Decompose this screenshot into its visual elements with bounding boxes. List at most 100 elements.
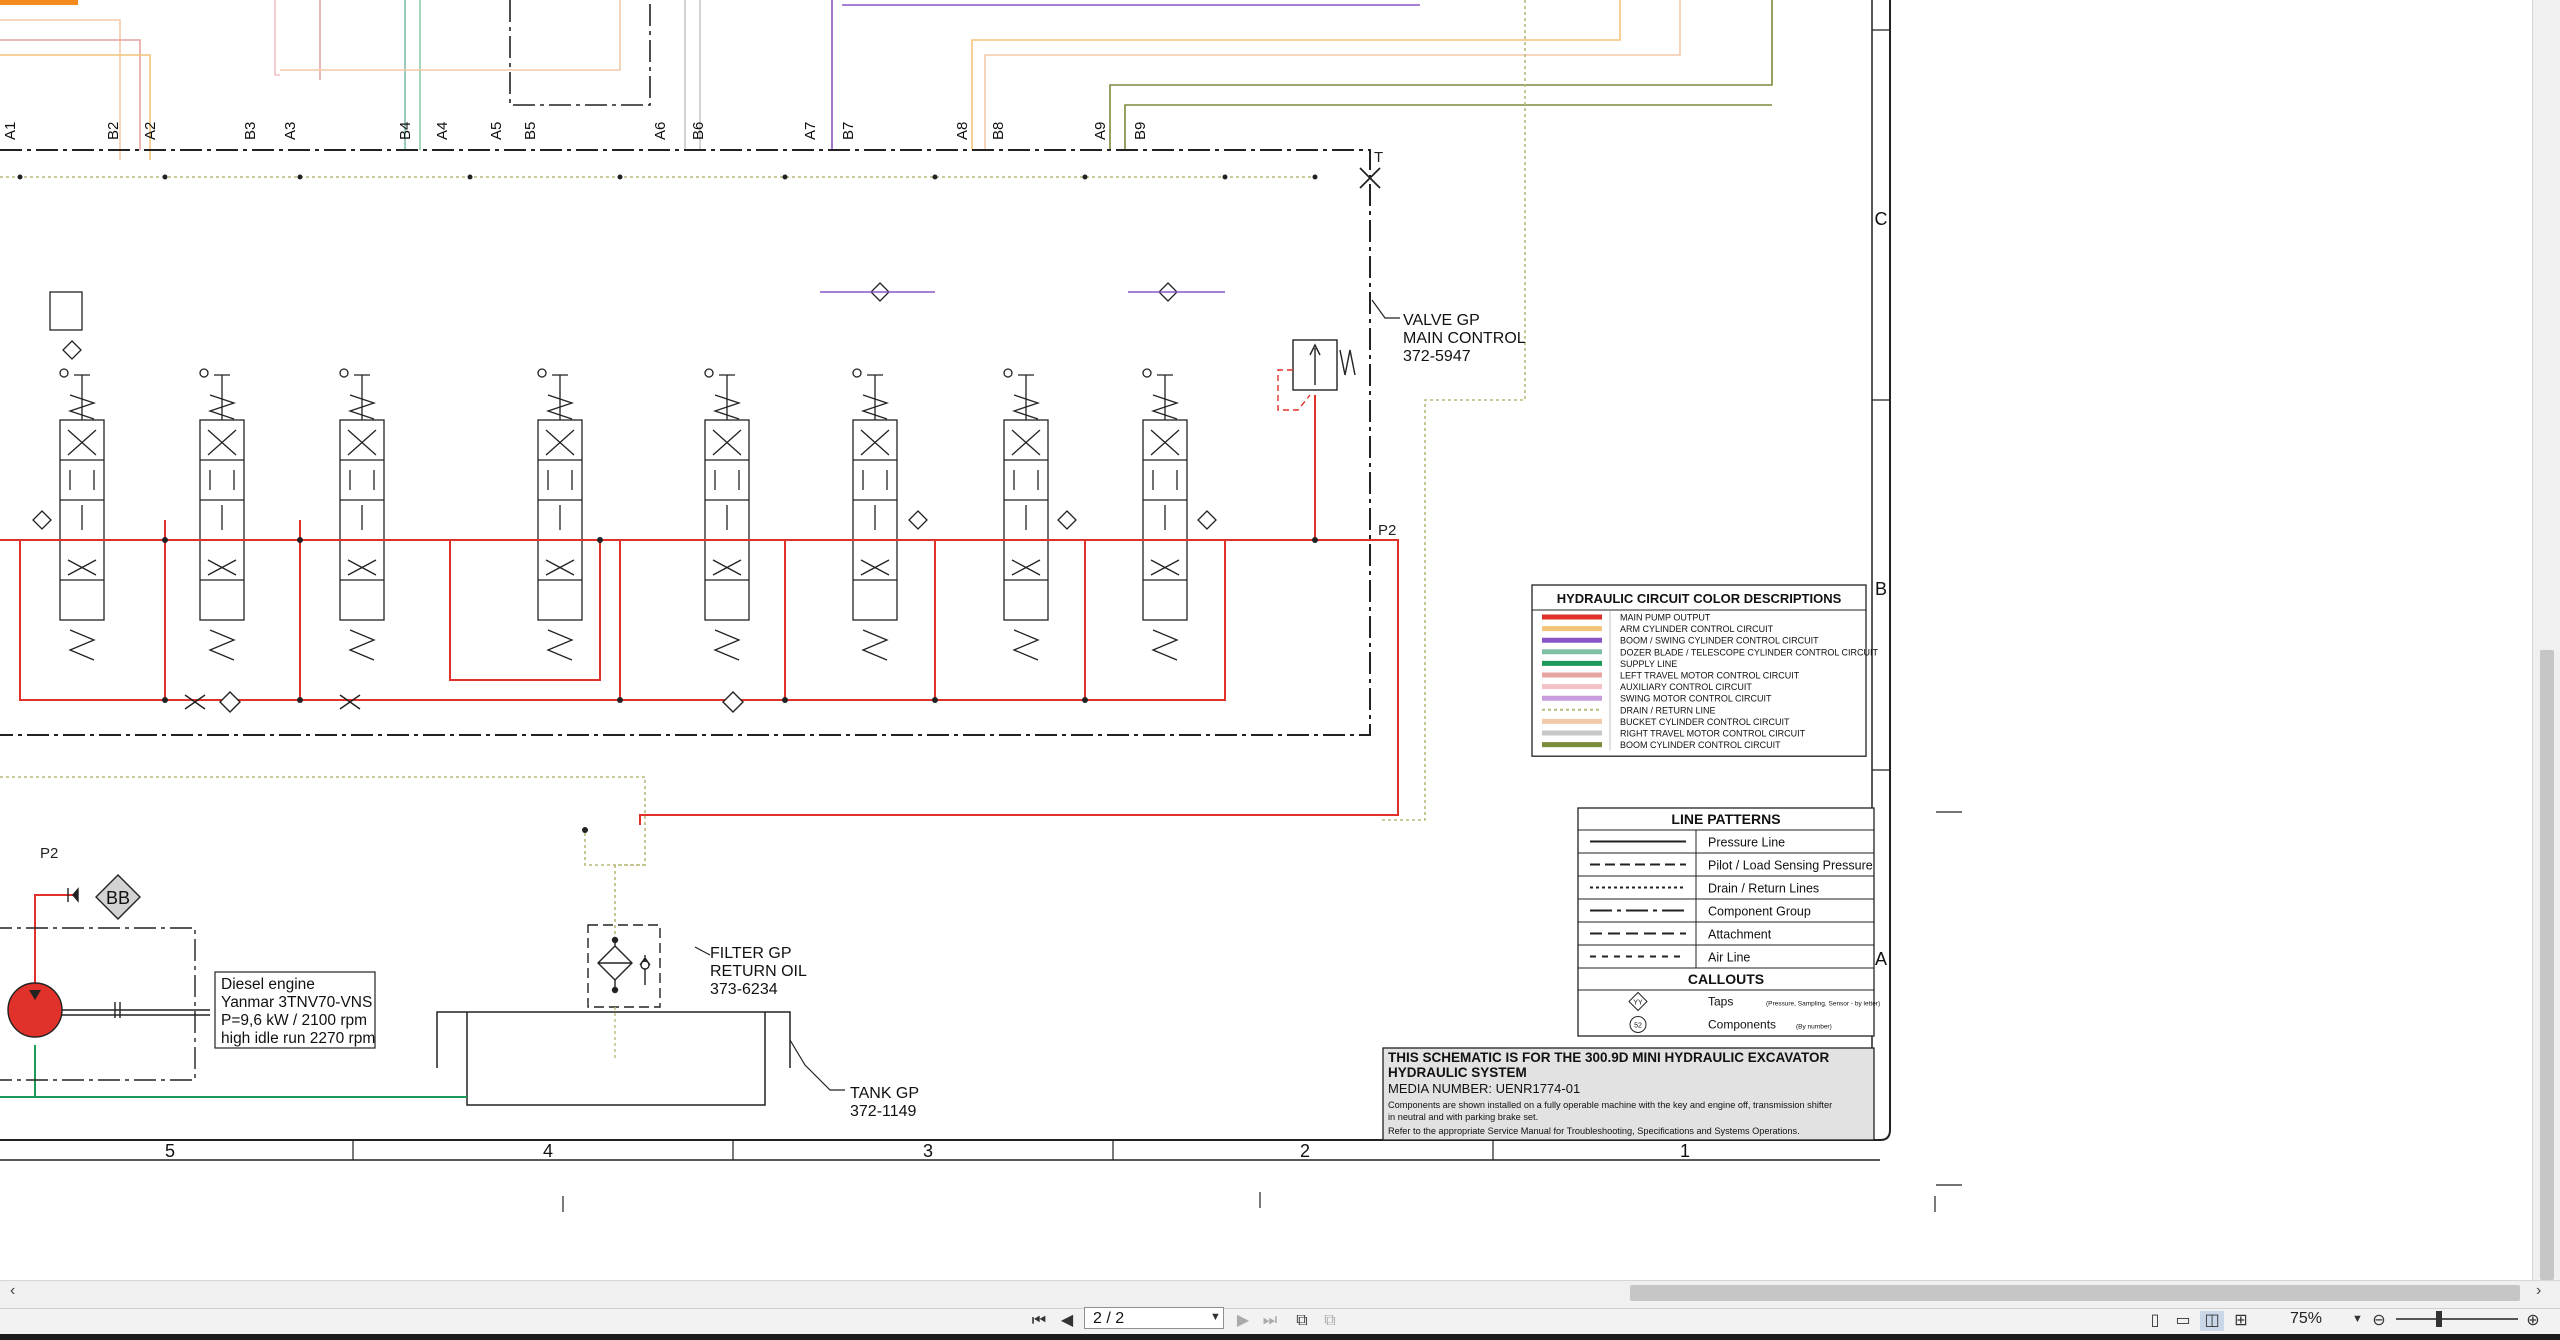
line-pattern-label: Attachment: [1708, 928, 1772, 942]
spool-actuator: [1018, 374, 1034, 420]
filter-label-line-2: RETURN OIL: [710, 963, 807, 980]
last-page-icon[interactable]: ⏭: [1262, 1312, 1278, 1329]
color-legend-label: SWING MOTOR CONTROL CIRCUIT: [1620, 694, 1772, 704]
spool-pilot-port: [704, 368, 714, 378]
color-legend-label: RIGHT TRAVEL MOTOR CONTROL CIRCUIT: [1620, 729, 1806, 739]
title-block-subheading: HYDRAULIC SYSTEM: [1388, 1065, 1527, 1080]
pilot-relief-block: [49, 291, 83, 331]
spool-flow-port: [209, 470, 235, 530]
column-label-3: 3: [923, 1141, 933, 1161]
spool-section-7: [1003, 368, 1049, 661]
tank-port-label: T: [1374, 149, 1383, 166]
drain-junction-dot: [617, 174, 623, 180]
spool-actuator: [867, 374, 883, 420]
spool-cross-port: [545, 559, 575, 576]
tank-port-mark: [1359, 167, 1381, 189]
color-legend-label: BOOM / SWING CYLINDER CONTROL CIRCUIT: [1620, 636, 1819, 646]
valve-p2-port-label: P2: [1378, 522, 1396, 539]
zoom-out-icon[interactable]: ⊖: [2372, 1312, 2386, 1329]
spool-section-8: [1142, 368, 1188, 661]
spool-actuator: [74, 374, 90, 420]
next-page-icon[interactable]: ▶: [1236, 1312, 1250, 1329]
spool-actuator: [214, 374, 230, 420]
drain-junction-dot: [932, 174, 938, 180]
spool-spring: [861, 629, 889, 661]
page-number-field[interactable]: 2 / 2: [1084, 1307, 1224, 1329]
horizontal-scroll-thumb[interactable]: [1630, 1285, 2520, 1301]
scroll-left-icon[interactable]: ‹: [10, 1282, 16, 1299]
continuous-view-icon[interactable]: ▭: [2175, 1312, 2191, 1329]
callouts-title: CALLOUTS: [1688, 971, 1764, 987]
connector-label-a1: A1: [2, 122, 19, 140]
connector-label-b6: B6: [690, 122, 707, 140]
connector-label-b2: B2: [105, 122, 122, 140]
spool-pilot-port: [852, 368, 862, 378]
spool-cross-port: [1011, 559, 1041, 576]
title-block-heading: THIS SCHEMATIC IS FOR THE 300.9D MINI HY…: [1388, 1050, 1830, 1065]
connector-label-a5: A5: [488, 122, 505, 140]
color-legend-label: AUXILIARY CONTROL CIRCUIT: [1620, 682, 1752, 692]
first-page-icon[interactable]: ⏮: [1031, 1312, 1047, 1329]
spool-pilot-port: [1142, 368, 1152, 378]
title-block-media-number: MEDIA NUMBER: UENR1774-01: [1388, 1081, 1580, 1096]
zoom-dropdown-icon[interactable]: ▼: [2352, 1313, 2363, 1325]
connector-label-b3: B3: [242, 122, 259, 140]
zoom-slider-handle[interactable]: [2436, 1311, 2442, 1327]
drain-junction-dot: [1312, 174, 1318, 180]
spool-section-6: [852, 368, 898, 661]
spool-actuator: [1157, 374, 1173, 420]
engine-pump-group: [0, 887, 210, 1081]
tank-label-line-2: 372-1149: [850, 1103, 917, 1120]
check-valves-lower: [184, 691, 744, 713]
previous-page-icon[interactable]: ◀: [1060, 1312, 1074, 1329]
zone-labels: CBA: [1875, 209, 1888, 969]
two-page-view-icon[interactable]: ◫: [2200, 1311, 2224, 1331]
zoom-level[interactable]: 75%: [2290, 1310, 2323, 1327]
spool-section-4: [537, 368, 583, 661]
title-block-note-2: in neutral and with parking brake set.: [1388, 1112, 1538, 1122]
spool-cross-port: [545, 429, 575, 456]
scroll-right-icon[interactable]: ›: [2536, 1282, 2542, 1299]
spool-pilot-port: [339, 368, 349, 378]
connector-label-a2: A2: [142, 122, 159, 140]
color-legend-box: [1531, 584, 1867, 757]
callout-note: (Pressure, Sampling, Sensor - by letter): [1766, 1001, 1880, 1008]
spool-cross-port: [347, 429, 377, 456]
page-dropdown-icon[interactable]: ▼: [1210, 1311, 1221, 1323]
drain-junction-dot: [1082, 174, 1088, 180]
column-label-2: 2: [1300, 1141, 1310, 1161]
spool-actuator: [552, 374, 568, 420]
connector-label-a6: A6: [652, 122, 669, 140]
spool-sections: [32, 282, 1225, 661]
engine-label-line-4: high idle run 2270 rpm: [221, 1030, 375, 1047]
title-block-note-1: Components are shown installed on a full…: [1388, 1100, 1832, 1110]
zoom-slider-track[interactable]: [2396, 1318, 2518, 1320]
tap-bb-label: BB: [106, 888, 130, 908]
vertical-scroll-thumb[interactable]: [2540, 650, 2554, 1280]
single-page-view-icon[interactable]: ▯: [2150, 1312, 2160, 1329]
color-legend-label: DRAIN / RETURN LINE: [1620, 705, 1716, 715]
spool-spring: [68, 629, 96, 661]
drain-junction-dot: [297, 174, 303, 180]
copy-view-icon[interactable]: ⧉: [1324, 1312, 1336, 1329]
check-valve: [1057, 510, 1077, 530]
color-legend-label: BUCKET CYLINDER CONTROL CIRCUIT: [1620, 717, 1790, 727]
spool-cross-port: [347, 559, 377, 576]
color-legend: HYDRAULIC CIRCUIT COLOR DESCRIPTIONSMAIN…: [1531, 584, 1879, 757]
fit-width-icon[interactable]: ⊞: [2234, 1312, 2248, 1329]
spool-cross-port: [712, 429, 742, 456]
color-legend-label: LEFT TRAVEL MOTOR CONTROL CIRCUIT: [1620, 671, 1800, 681]
line-pattern-label: Component Group: [1708, 905, 1811, 919]
callout-symbol-text: 52: [1634, 1023, 1642, 1030]
zoom-in-icon[interactable]: ⊕: [2526, 1312, 2540, 1329]
drain-junction-dot: [1222, 174, 1228, 180]
rotate-view-icon[interactable]: ⧉: [1296, 1312, 1308, 1329]
filter-label-line-3: 373-6234: [710, 981, 778, 998]
spool-section-5: [704, 368, 750, 661]
